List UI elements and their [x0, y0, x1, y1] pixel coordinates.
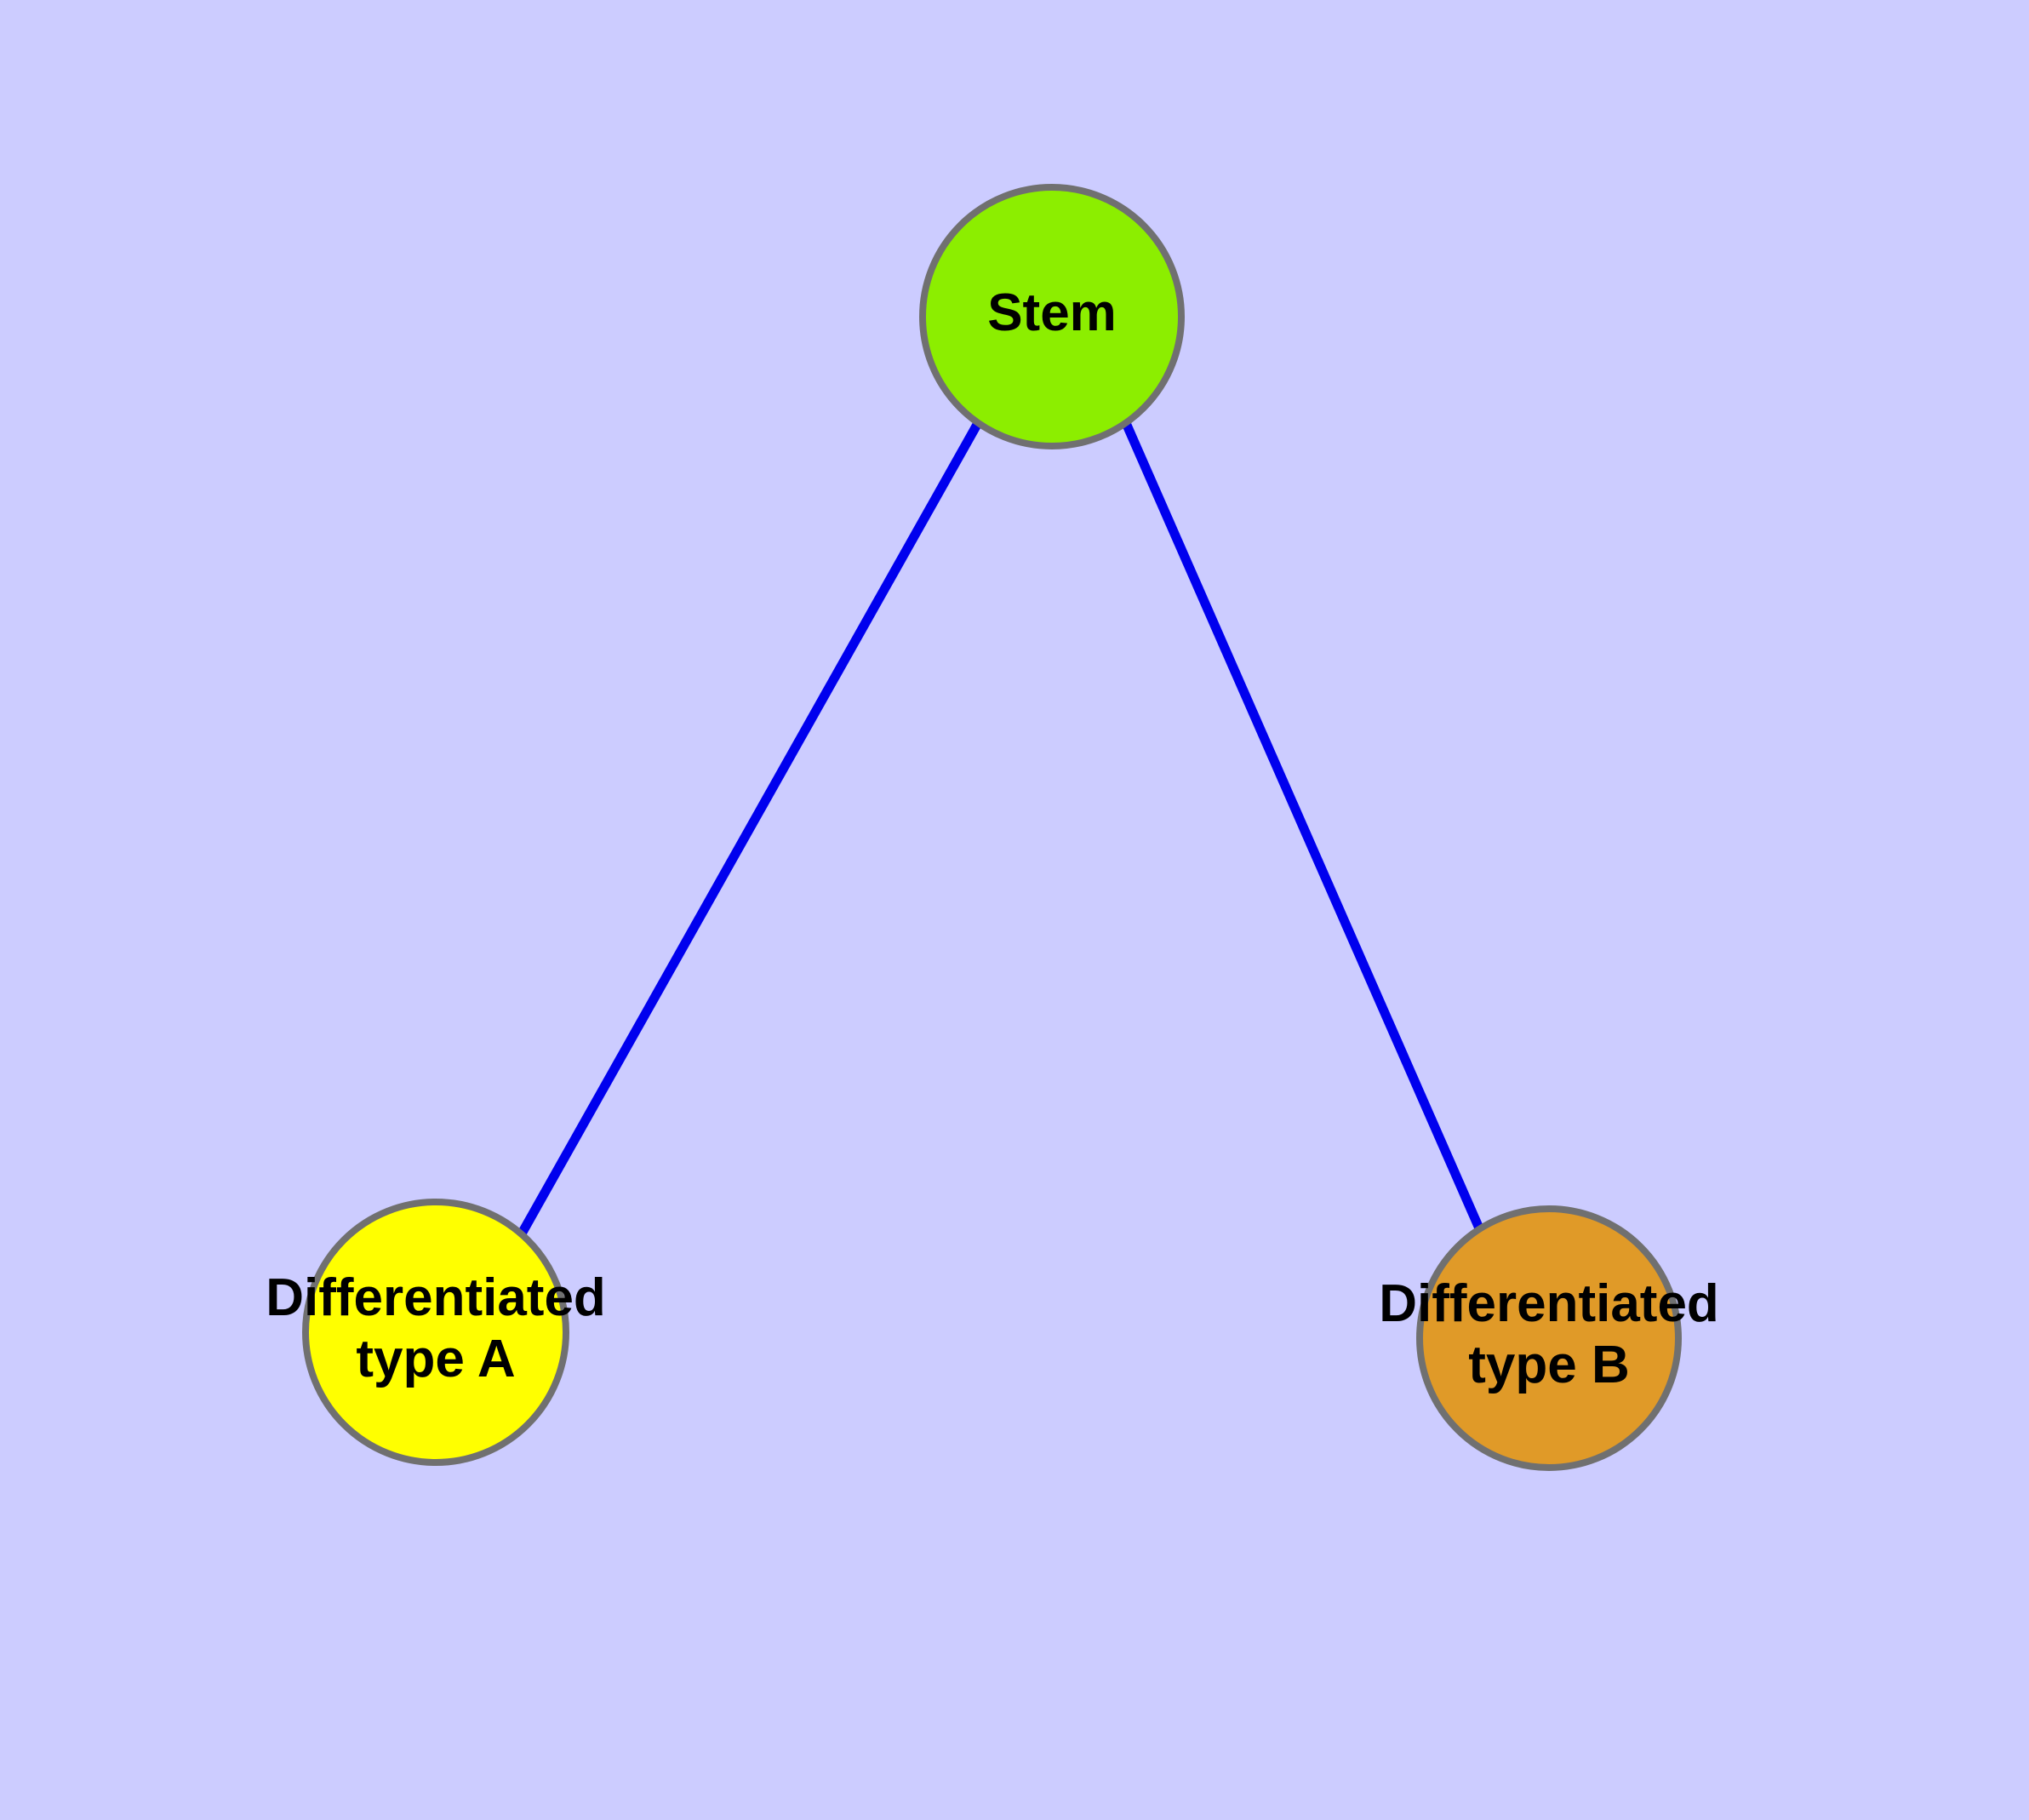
node-label-line: type B: [1468, 1336, 1629, 1394]
node-label-line: type A: [356, 1330, 515, 1388]
node-label-line: Differentiated: [266, 1268, 606, 1327]
node-stem[interactable]: [919, 184, 1185, 449]
node-diff_a[interactable]: [302, 1199, 569, 1466]
node-diff_b[interactable]: [1416, 1205, 1682, 1471]
node-label-line: Differentiated: [1379, 1274, 1719, 1333]
edges-layer: [513, 421, 1488, 1244]
edge-stem-to-diff-b: [1121, 421, 1488, 1239]
nodes-layer: [302, 184, 1682, 1471]
node-label-stem: Stem: [987, 283, 1117, 342]
node-label-line: Stem: [987, 283, 1117, 342]
edge-stem-to-diff-a: [513, 421, 982, 1244]
